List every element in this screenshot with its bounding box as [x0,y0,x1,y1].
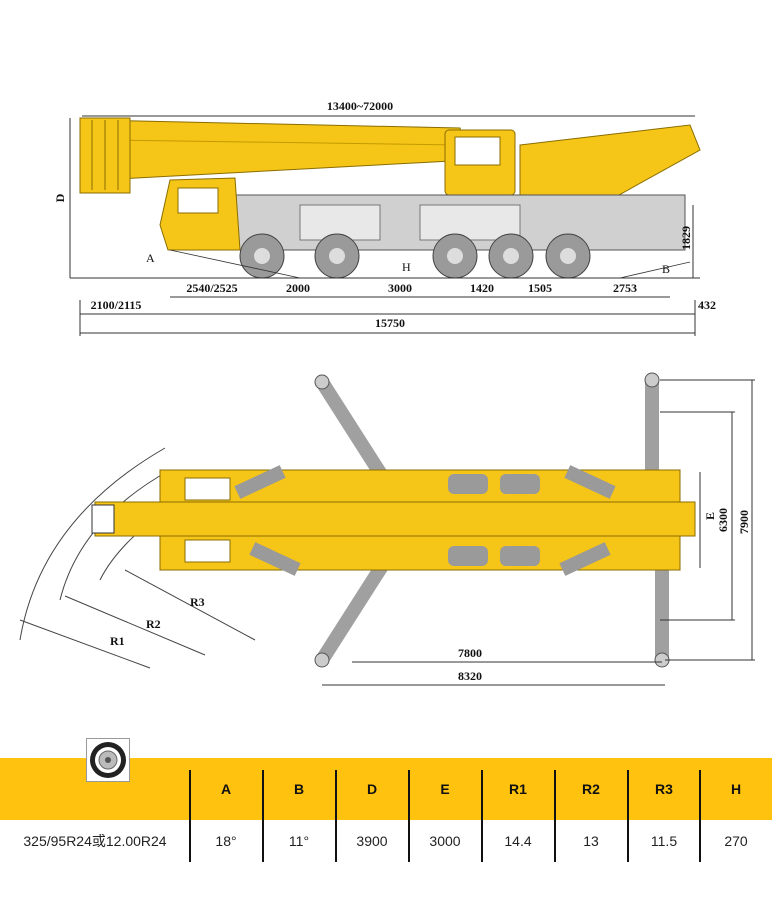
outrigger-length-outer-label: 8320 [458,669,482,683]
header-h: H [730,781,742,797]
axle-spacing-3: 3000 [388,281,412,295]
value-e: 3000 [429,833,461,849]
outrigger-span-outer-label: 7900 [737,510,751,534]
header-e: E [440,781,450,797]
header-r3: R3 [655,781,673,797]
departure-angle-label: B [662,262,670,276]
height-label: D [53,193,67,202]
boom-length-label: 13400~72000 [327,99,393,113]
axle-spacing-4: 1420 [470,281,494,295]
tire-icon [86,738,130,782]
rear-overhang-label: 432 [698,298,716,312]
ground-clearance-label: H [402,260,411,274]
axle-spacing-1: 2540/2525 [186,281,237,295]
top-boom [94,501,696,537]
rear-height-label: 1829 [679,226,693,250]
wheels [239,233,591,279]
column-divider [189,770,191,862]
column-divider [262,770,264,862]
radius-r3: R3 [190,595,205,609]
column-divider [627,770,629,862]
tire-spec: 325/95R24或12.00R24 [23,833,167,849]
radius-r1: R1 [110,634,125,648]
header-r1: R1 [509,781,527,797]
front-overhang-label: 2100/2115 [91,298,142,312]
column-divider [481,770,483,862]
value-r2: 13 [583,833,599,849]
outrigger-length-inner-label: 7800 [458,646,482,660]
top-view: R1 R2 R3 E 6300 [19,372,755,686]
rear-jib [519,124,701,201]
value-h: 270 [724,833,748,849]
axle-spacing-5: 1505 [528,281,552,295]
column-divider [699,770,701,862]
header-d: D [366,781,378,797]
boom [89,119,471,181]
side-view: 13400~72000 D 1829 A B H 2540/2525 2000 … [53,99,716,336]
column-divider [554,770,556,862]
value-b: 11° [288,833,310,849]
value-r3: 11.5 [650,833,678,849]
value-a: 18° [215,833,237,849]
total-length-label: 15750 [375,316,405,330]
value-r1: 14.4 [504,833,532,849]
axle-spacing-6: 2753 [613,281,637,295]
radius-r2: R2 [146,617,161,631]
header-a: A [220,781,232,797]
value-d: 3900 [356,833,388,849]
crane-dimension-diagram: 13400~72000 D 1829 A B H 2540/2525 2000 … [19,99,755,686]
axle-spacing-2: 2000 [286,281,310,295]
column-divider [408,770,410,862]
header-b: B [293,781,305,797]
header-r2: R2 [582,781,600,797]
outrigger-span-inner-label: 6300 [716,508,730,532]
approach-angle-label: A [146,251,155,265]
track-label: E [703,512,717,520]
column-divider [335,770,337,862]
